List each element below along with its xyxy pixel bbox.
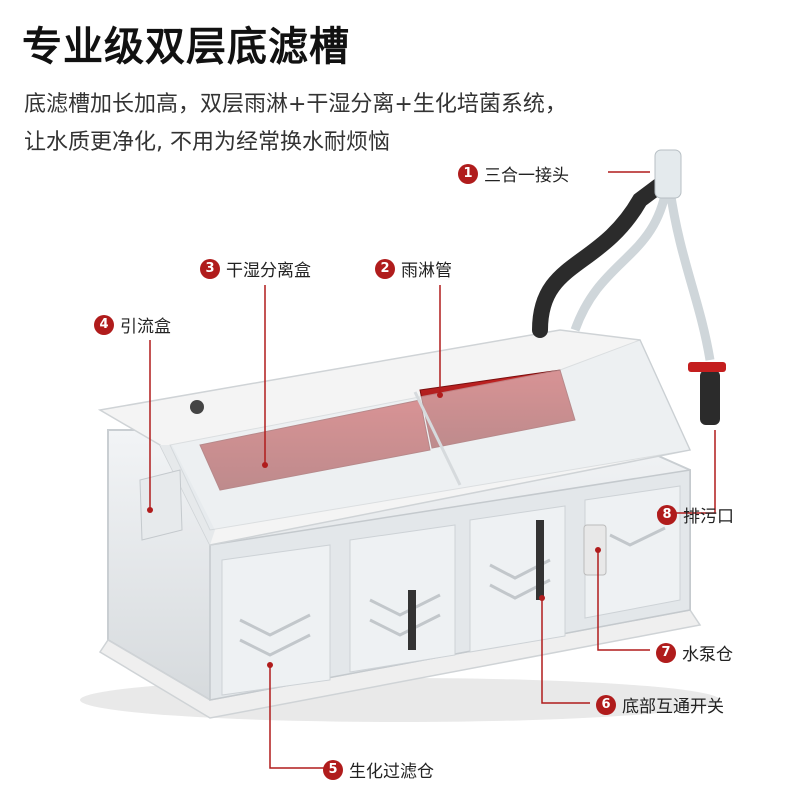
callout-drain-outlet: 8 排污口 — [657, 502, 734, 527]
callout-rain-pipe: 2 雨淋管 — [375, 256, 452, 281]
callout-bio-filter-chamber: 5 生化过滤仓 — [323, 757, 434, 782]
callout-number: 8 — [657, 504, 677, 525]
callout-number: 5 — [323, 759, 343, 780]
callout-text: 干湿分离盒 — [226, 261, 311, 281]
callout-dry-wet-box: 3 干湿分离盒 — [200, 256, 311, 281]
page-title: 专业级双层底滤槽 — [22, 24, 350, 70]
callout-text: 排污口 — [683, 507, 734, 527]
subtitle-line-2: 让水质更净化, 不用为经常换水耐烦恼 — [24, 130, 390, 155]
callout-text: 雨淋管 — [401, 261, 452, 281]
callout-text: 水泵仓 — [682, 645, 733, 665]
hoses — [532, 149, 726, 425]
callout-text: 生化过滤仓 — [349, 762, 434, 782]
callout-text: 底部互通开关 — [622, 697, 724, 717]
callout-text: 引流盒 — [120, 317, 171, 337]
callout-number: 1 — [458, 163, 478, 184]
callout-overflow-box: 4 引流盒 — [94, 312, 171, 337]
callout-number: 2 — [375, 258, 395, 279]
callout-number: 7 — [656, 642, 676, 663]
upper-level — [97, 329, 692, 546]
callout-text: 三合一接头 — [484, 166, 569, 186]
leader-lines — [149, 171, 716, 769]
callout-number: 3 — [200, 258, 220, 279]
subtitle-line-1: 底滤槽加长加高，双层雨淋+干湿分离+生化培菌系统， — [24, 92, 567, 117]
callout-bottom-valve: 6 底部互通开关 — [596, 692, 724, 717]
callout-three-in-one-connector: 1 三合一接头 — [458, 161, 569, 186]
callout-number: 4 — [94, 314, 114, 335]
callout-number: 6 — [596, 694, 616, 715]
callout-pump-chamber: 7 水泵仓 — [656, 640, 733, 665]
